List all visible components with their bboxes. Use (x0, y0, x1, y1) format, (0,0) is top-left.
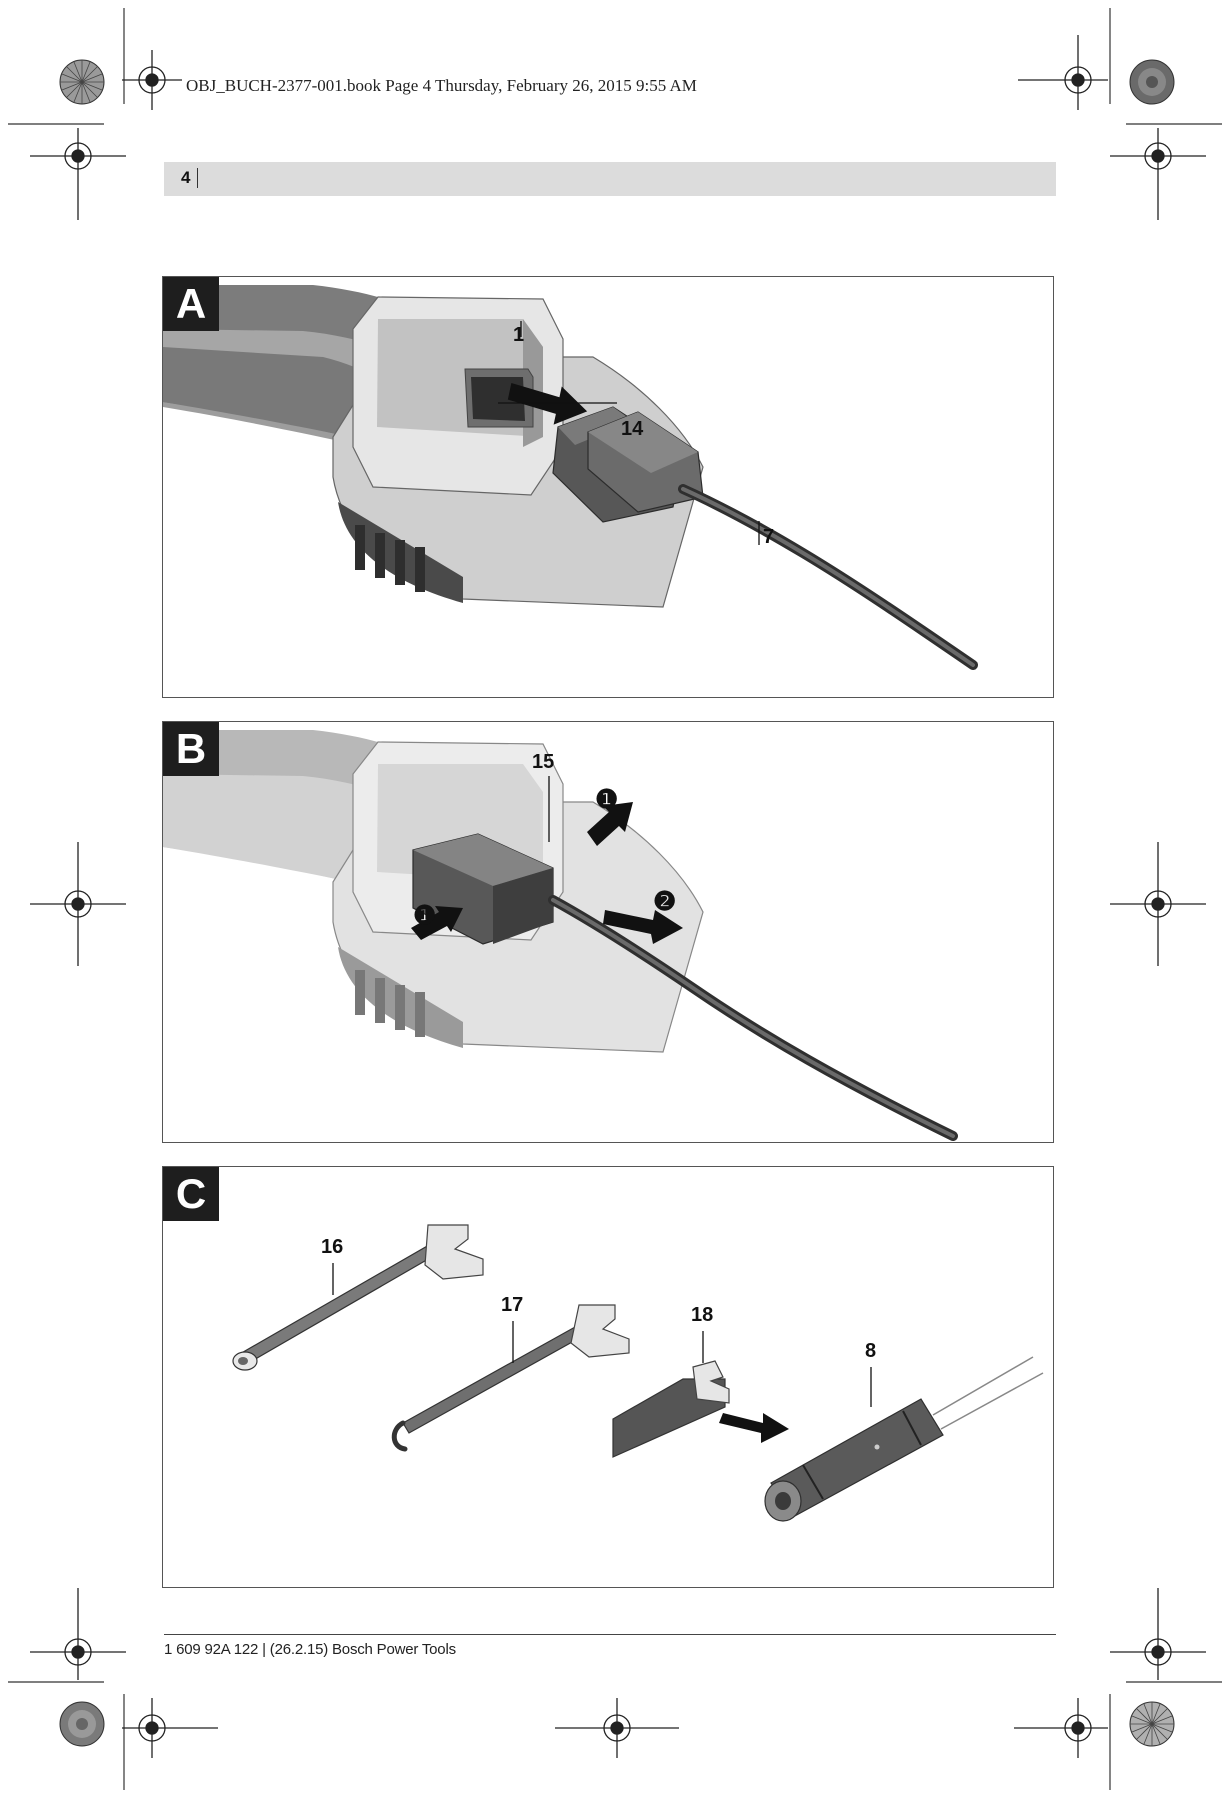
figure-b-illustration (163, 730, 958, 1141)
panel-b-label: B (163, 722, 219, 776)
callout-14: 14 (621, 418, 644, 440)
panel-a-label: A (163, 277, 219, 331)
mirror-accessory (612, 1360, 789, 1458)
callout-15: 15 (532, 751, 555, 773)
camera-head (764, 1356, 1044, 1522)
book-info-header: OBJ_BUCH-2377-001.book Page 4 Thursday, … (186, 76, 697, 95)
figure-c-illustration (232, 1224, 1044, 1522)
figure-a-illustration (163, 285, 978, 670)
panel-c-label: C (163, 1167, 219, 1221)
callout-1: 1 (513, 324, 525, 346)
hook-accessory (391, 1304, 630, 1452)
footer-publication-info: 1 609 92A 122 | (26.2.15) Bosch Power To… (164, 1641, 456, 1658)
page-number-separator (197, 168, 198, 188)
step-2-marker: ❷ (653, 886, 677, 916)
step-1-marker-top: ❶ (595, 784, 619, 814)
page-number: 4 (181, 168, 191, 187)
magnet-accessory (232, 1224, 484, 1371)
figure-panel-b: B 15 ❶ ❶ ❷ (162, 721, 1054, 1143)
callout-18: 18 (691, 1304, 714, 1326)
page-number-bar (164, 162, 1056, 196)
figure-panel-a: A 1 14 7 (162, 276, 1054, 698)
figure-panel-c: C 16 17 18 8 (162, 1166, 1054, 1588)
callout-17: 17 (501, 1294, 524, 1316)
callout-7: 7 (763, 526, 775, 548)
footer-rule (164, 1634, 1056, 1635)
callout-16: 16 (321, 1236, 344, 1258)
step-1-marker-left: ❶ (413, 900, 437, 930)
callout-8: 8 (865, 1340, 877, 1362)
